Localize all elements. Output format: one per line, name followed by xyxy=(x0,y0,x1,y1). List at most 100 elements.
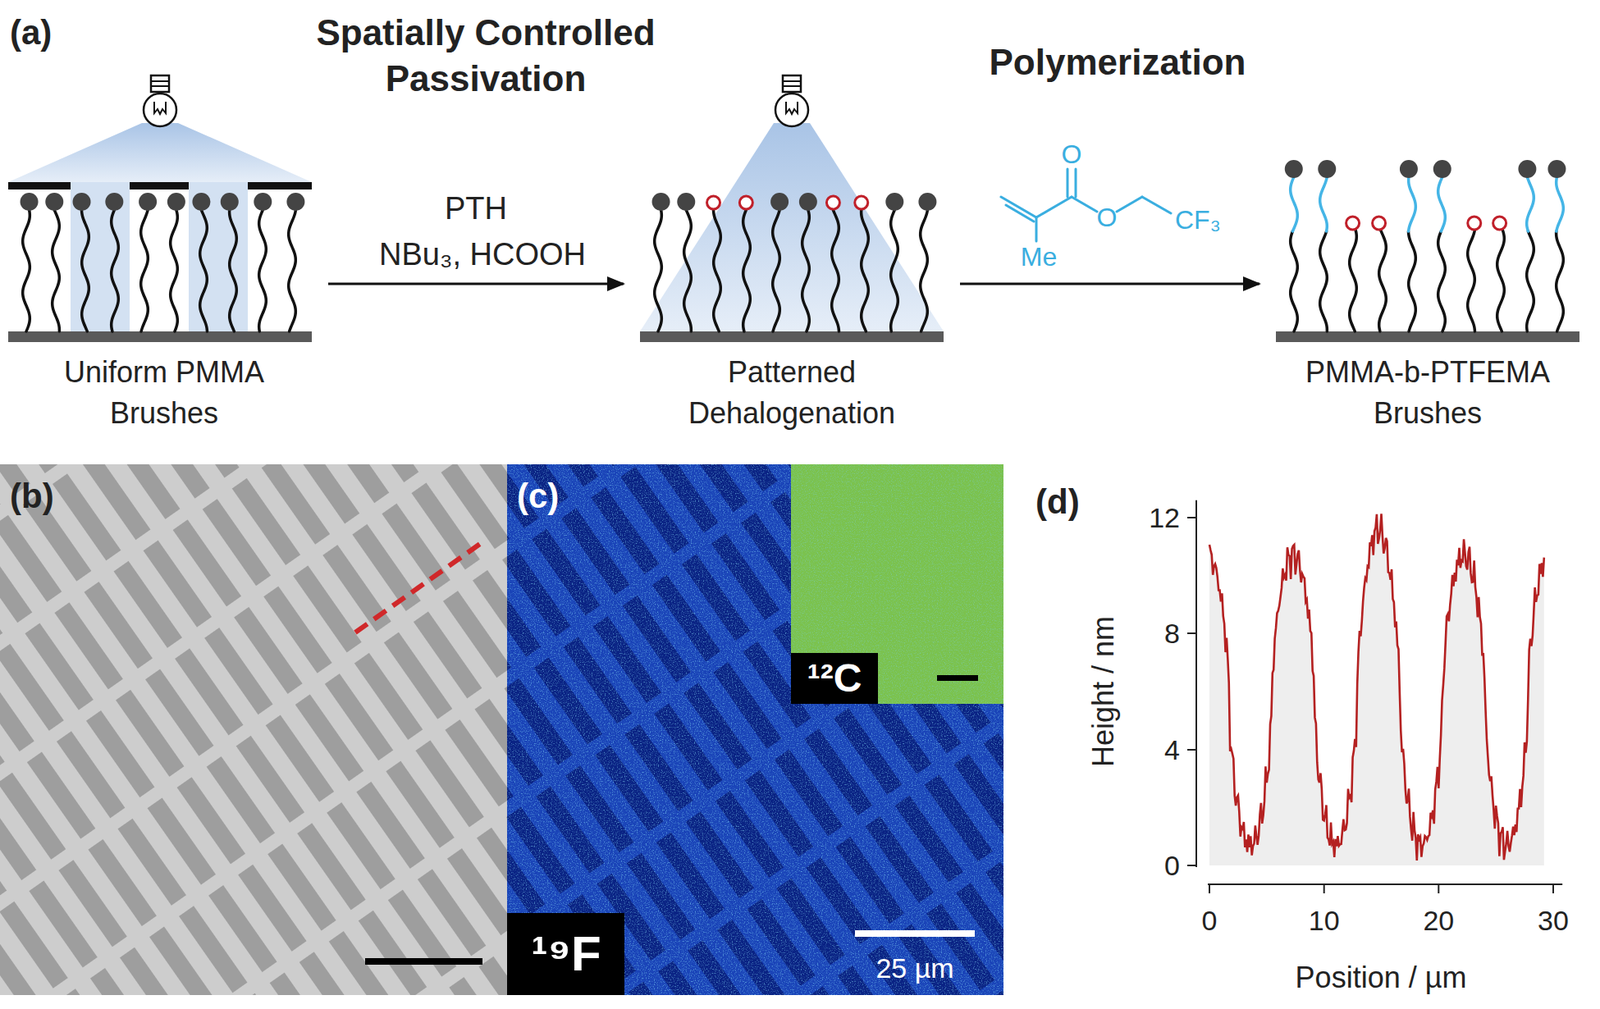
polymer-chain xyxy=(1526,231,1535,332)
bond xyxy=(1035,217,1038,242)
polymer-chain xyxy=(920,210,928,332)
polymer-chain xyxy=(1467,230,1476,332)
polymer-chain xyxy=(170,210,179,332)
scale-bar xyxy=(365,958,483,965)
polymer-chain xyxy=(832,210,840,332)
reagent-label: NBu₃, HCOOH xyxy=(379,236,586,275)
chain-end-halogen xyxy=(286,192,305,211)
tick-label: 4 xyxy=(1164,733,1180,768)
profile-curve xyxy=(1209,513,1545,861)
lamp-thread xyxy=(150,80,170,83)
bond xyxy=(1036,196,1072,218)
polymer-chain xyxy=(684,210,692,332)
tick-label: 20 xyxy=(1422,904,1454,938)
polymer-brush xyxy=(640,75,944,343)
polymer-chain xyxy=(1438,177,1446,232)
step-heading: Polymerization xyxy=(989,41,1247,85)
polymer-chain xyxy=(1290,231,1299,332)
polymer-chain xyxy=(288,210,297,332)
lamp-bulb xyxy=(775,93,809,127)
polymer-brush xyxy=(1275,160,1580,343)
axis-title: Position / µm xyxy=(1295,960,1468,996)
y-tick xyxy=(1187,864,1197,867)
monomer-structure xyxy=(1001,169,1171,242)
atom-label: CF₃ xyxy=(1174,204,1221,236)
passivated-end xyxy=(1346,216,1360,230)
y-tick xyxy=(1187,516,1197,519)
photomask-bar xyxy=(129,182,189,190)
polymer-chain xyxy=(1438,231,1446,332)
polymer-chain xyxy=(891,210,899,332)
element-label: ¹²C xyxy=(807,654,863,703)
bond xyxy=(1071,196,1098,212)
brush-panel: Patterned Dehalogenation xyxy=(623,73,960,435)
polymer-chain xyxy=(52,210,60,332)
panel-caption: PMMA-b-PTFEMA Brushes xyxy=(1288,352,1568,435)
polymer-chain xyxy=(111,210,119,332)
polymer-chain xyxy=(1290,177,1299,232)
lamp-filament xyxy=(154,101,166,115)
polymer-chain xyxy=(1320,177,1328,232)
tick-label: 10 xyxy=(1308,904,1340,938)
bond xyxy=(1074,169,1078,197)
panel-letter: (c) xyxy=(516,475,559,517)
x-tick xyxy=(1323,884,1326,894)
step-heading: Spatially Controlled Passivation xyxy=(288,9,683,102)
y-tick xyxy=(1187,632,1197,635)
polymer-chain xyxy=(861,210,869,332)
inset-noise xyxy=(790,464,1004,704)
chain-end-halogen xyxy=(1433,160,1452,179)
polymer-chain xyxy=(1497,230,1505,332)
chain-end-halogen xyxy=(1317,160,1336,179)
polymer-chain xyxy=(1320,231,1328,332)
tick-label: 0 xyxy=(1164,849,1180,883)
polymer-chain xyxy=(772,210,781,332)
brush-panel: PMMA-b-PTFEMA Brushes xyxy=(1259,73,1596,435)
substrate xyxy=(8,331,312,343)
sem-image xyxy=(0,464,508,996)
carbon-map-inset xyxy=(790,464,1004,704)
tick-label: 8 xyxy=(1164,617,1180,651)
panel-letter: (a) xyxy=(9,12,52,54)
light-column xyxy=(188,182,248,332)
chain-end-halogen xyxy=(192,192,211,211)
chain-end-halogen xyxy=(652,192,671,211)
polymer-chain xyxy=(654,210,663,332)
substrate xyxy=(640,331,944,343)
x-tick xyxy=(1437,884,1440,894)
polymer-chain xyxy=(1556,177,1564,232)
passivated-end xyxy=(1493,216,1507,230)
atom-label: O xyxy=(1061,138,1083,170)
light-column xyxy=(70,182,130,332)
y-axis xyxy=(1195,500,1198,868)
substrate xyxy=(1275,331,1580,343)
axis-title: Height / nm xyxy=(1085,616,1121,768)
scale-label: 25 µm xyxy=(875,951,954,986)
lamp-base xyxy=(782,75,801,92)
label-box xyxy=(507,913,625,996)
chain-end-halogen xyxy=(253,192,272,211)
scale-bar xyxy=(937,675,979,682)
chain-end-halogen xyxy=(676,192,695,211)
panel-letter: (d) xyxy=(1035,481,1080,523)
light-cone xyxy=(640,123,944,332)
lamp-thread xyxy=(782,85,801,87)
polymer-chain xyxy=(1349,230,1358,332)
polymer-chain xyxy=(200,210,208,332)
atom-label: O xyxy=(1097,201,1118,234)
element-label: ¹⁹F xyxy=(530,924,601,984)
reagent-label: PTH xyxy=(444,190,508,229)
chain-end-halogen xyxy=(220,192,239,211)
passivated-end xyxy=(854,196,869,210)
lamp-bulb xyxy=(143,93,177,127)
bond xyxy=(1142,196,1171,214)
polymer-chain xyxy=(1556,231,1564,332)
lamp-base xyxy=(150,75,170,92)
chain-end-halogen xyxy=(770,192,789,211)
polymer-chain xyxy=(802,210,810,332)
chain-end-halogen xyxy=(1517,160,1536,179)
bond xyxy=(1001,196,1037,218)
polymer-brush xyxy=(8,75,312,343)
